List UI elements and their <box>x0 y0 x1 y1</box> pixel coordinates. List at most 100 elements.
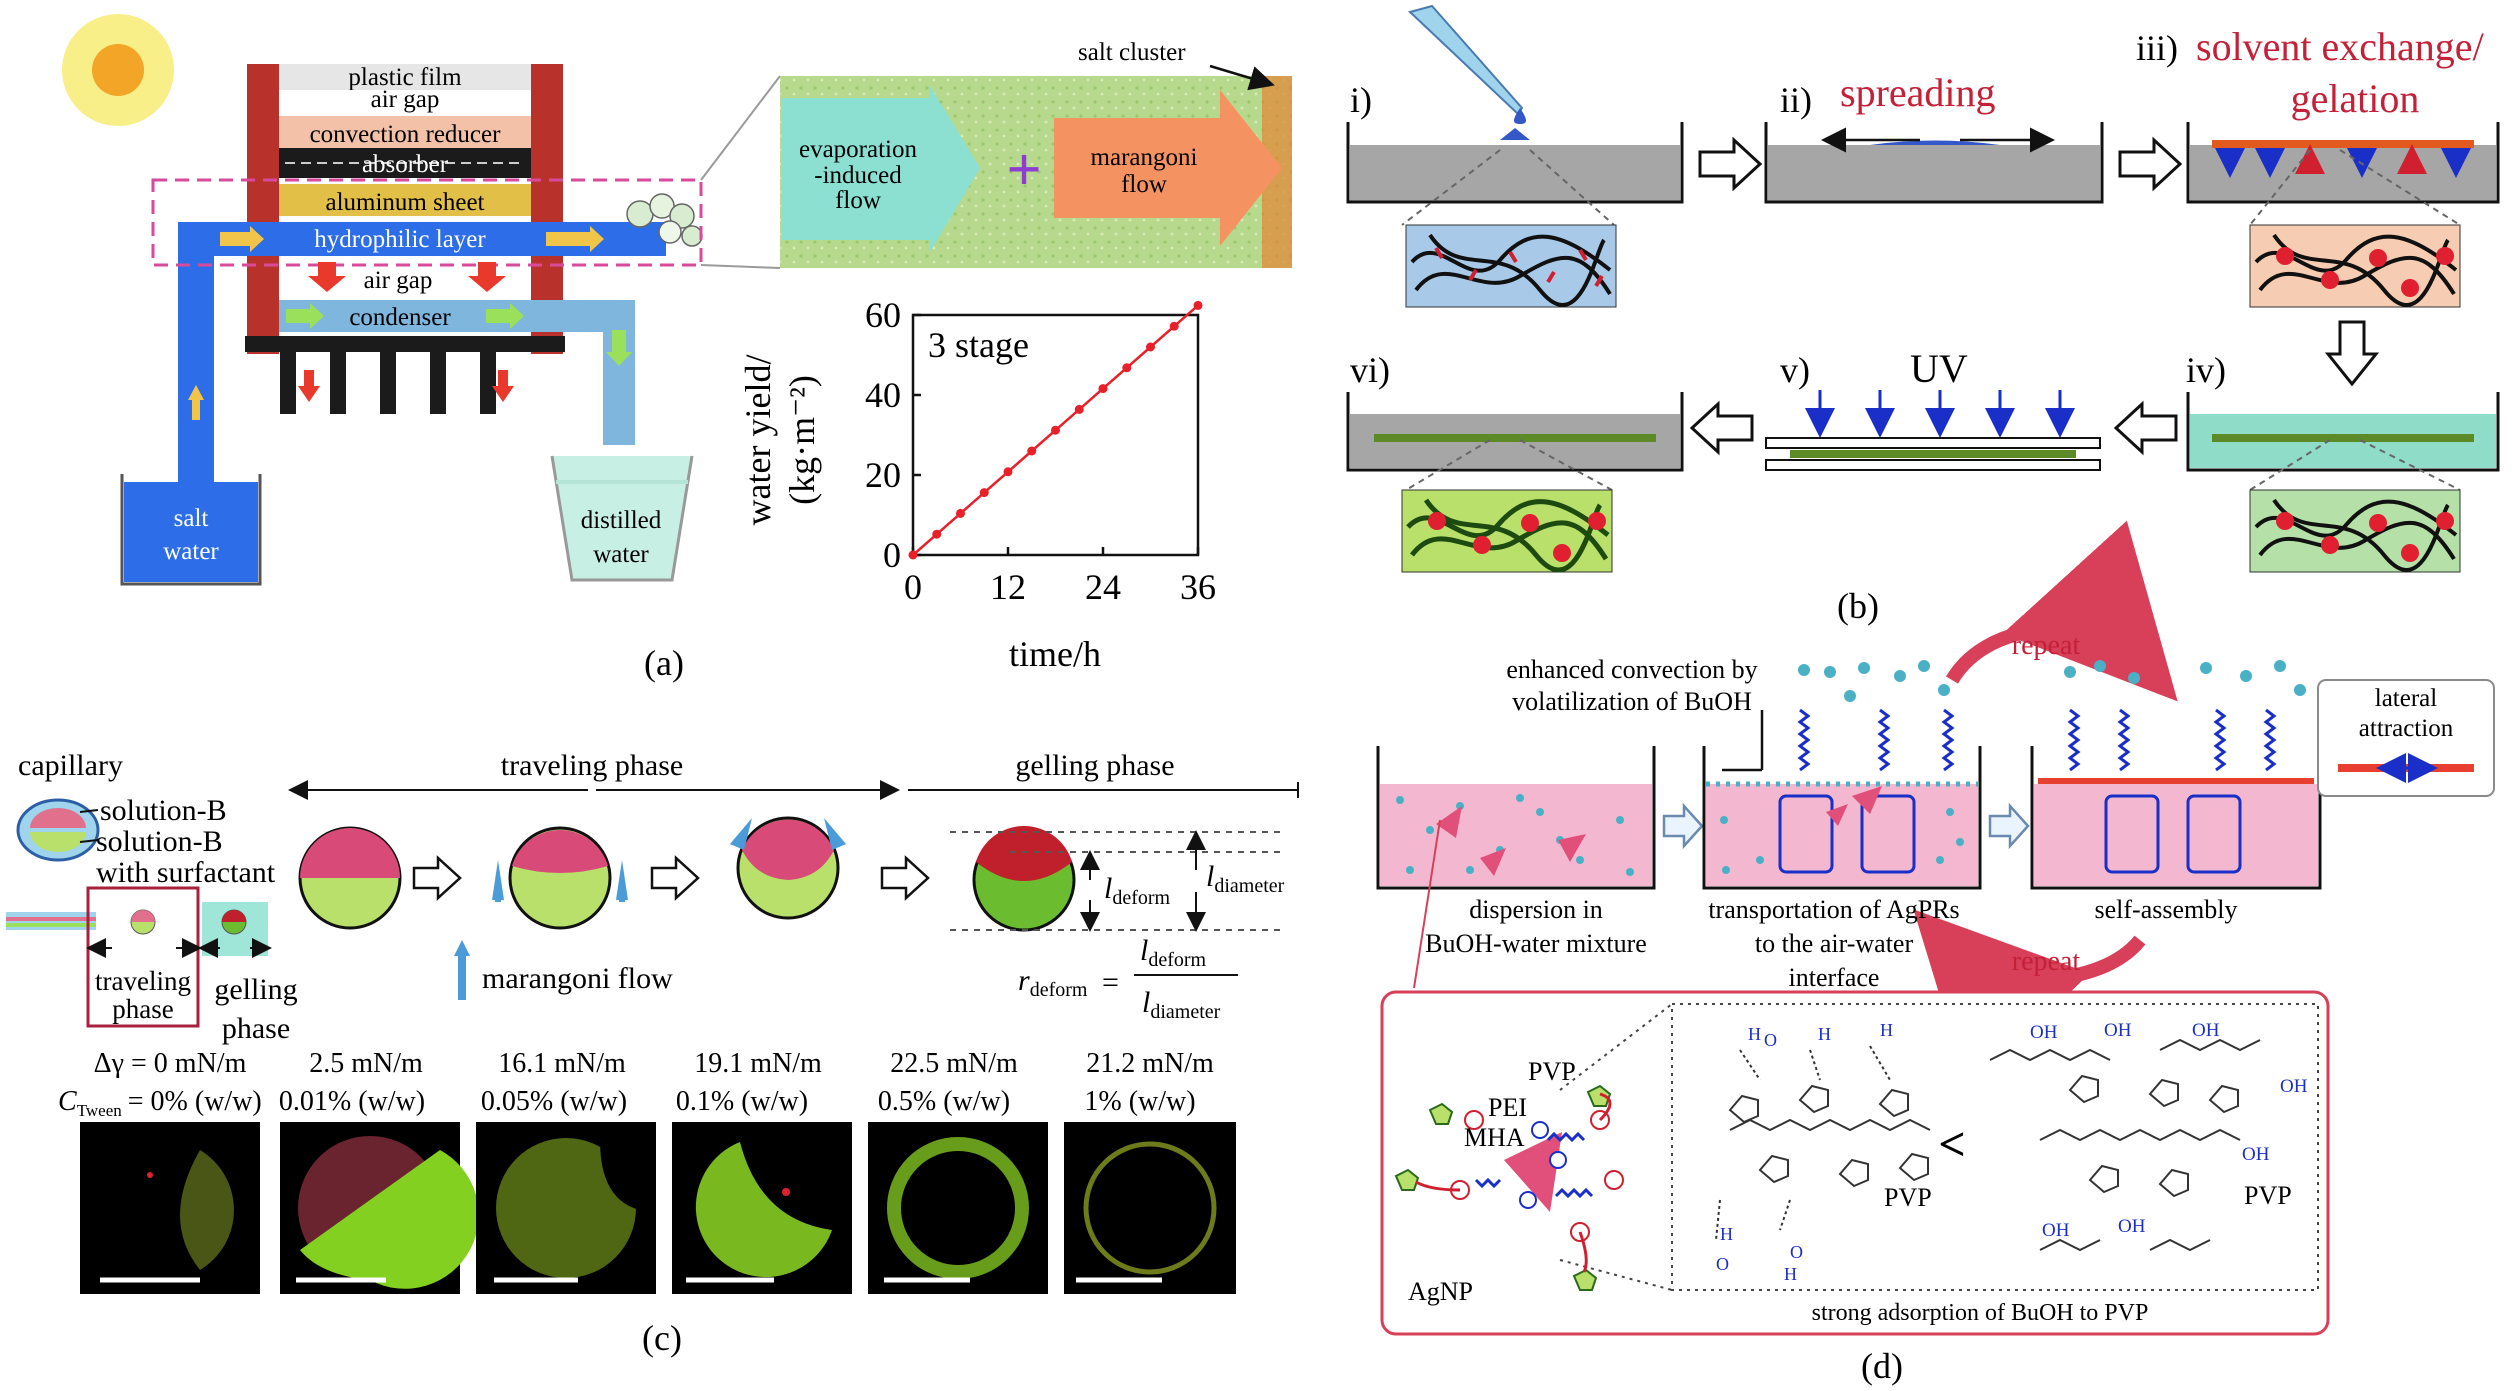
label-r-deform: rdeform <box>1018 964 1088 1001</box>
heat-sink-base <box>245 336 565 352</box>
label-oh-5: OH <box>2242 1144 2270 1165</box>
zoom-line <box>2339 149 2461 226</box>
label-ctween-0: CTween= 0% (w/w) <box>58 1086 262 1120</box>
label-oh-7: OH <box>2118 1216 2146 1237</box>
panel-a: plastic film air gap convection reducer … <box>62 14 1292 683</box>
dish-4 <box>2186 392 2500 472</box>
chart-ylabel-1: water yield/ <box>738 355 778 526</box>
label-pvp-top: PVP <box>1528 1057 1576 1086</box>
label-capillary: capillary <box>18 749 123 782</box>
caption-b: (b) <box>1837 586 1879 626</box>
process-arrow-icon <box>412 855 462 901</box>
equals-sign: = <box>1102 966 1119 999</box>
label-dispersion-2: BuOH-water mixture <box>1425 929 1647 958</box>
micrograph-3 <box>476 1122 656 1294</box>
vapor-particles <box>1798 660 1950 702</box>
pvp-pentagons <box>1394 1084 1612 1291</box>
uv-plate-bottom <box>1765 459 2101 471</box>
label-lateral-2: attraction <box>2359 715 2454 742</box>
label-frac-den: ldiameter <box>1142 986 1221 1023</box>
dish-2-liquid <box>1768 145 2100 201</box>
ligand-springs <box>1474 1131 1594 1199</box>
capillary-stream-green <box>6 923 96 927</box>
droplet-bottom-half <box>30 832 86 852</box>
zoom-region-box <box>151 178 703 267</box>
charge-markers-neg <box>1519 1121 1567 1209</box>
label-evap-3: flow <box>835 187 881 214</box>
dish-1 <box>1346 122 1684 204</box>
panel-d: enhanced convection by volatilization of… <box>1376 520 2495 1386</box>
agpr-particle-icon <box>1826 804 1848 826</box>
uv-arrows <box>1805 390 2075 438</box>
distilled-water-surface <box>556 480 688 484</box>
data-point <box>932 529 942 539</box>
dish-3-liquid <box>2190 145 2496 201</box>
label-absorber: absorber <box>362 151 449 178</box>
beaker-2-particles <box>1720 808 1964 874</box>
data-point <box>979 488 989 498</box>
svg-text:H: H <box>1784 1264 1797 1284</box>
label-spreading: spreading <box>1840 70 1996 115</box>
label-small-gelling-2: phase <box>222 1012 290 1045</box>
agpr-particle-icon <box>1480 848 1506 876</box>
label-evap-1: evaporation <box>799 136 918 163</box>
capillary-stream-pink <box>6 917 96 921</box>
droplet-1 <box>298 826 402 930</box>
beaker-1-particles <box>1396 794 1634 876</box>
flow-arrow-icon <box>546 226 604 252</box>
svg-text:H: H <box>1880 1020 1893 1040</box>
label-small-traveling-1: traveling <box>95 966 191 996</box>
beaker-1 <box>1376 746 1656 890</box>
label-transport-1: transportation of AgPRs <box>1708 895 1959 924</box>
dish-2 <box>1764 122 2104 204</box>
micrograph-5 <box>868 1122 1048 1294</box>
label-oh-2: OH <box>2104 1020 2132 1041</box>
label-enhanced-1: enhanced convection by <box>1506 655 1757 684</box>
salt-cluster-pointer <box>1209 64 1275 91</box>
y-tick-label: 40 <box>865 375 901 415</box>
svg-text:H: H <box>1720 1224 1733 1244</box>
zoom-line <box>700 75 781 181</box>
data-point <box>908 550 918 560</box>
step-i: i) <box>1350 80 1372 120</box>
label-solution-b-surf-2: with surfactant <box>96 856 276 889</box>
data-point <box>1027 446 1037 456</box>
label-oh-1: OH <box>2030 1022 2058 1043</box>
label-traveling-phase: traveling phase <box>501 749 683 782</box>
spread-film <box>1870 140 2000 145</box>
zoom-line <box>2359 439 2461 491</box>
data-point <box>1122 363 1132 373</box>
label-delta-1: 2.5 mN/m <box>309 1048 423 1079</box>
label-oh-4: OH <box>2280 1076 2308 1097</box>
process-arrow-down-icon <box>2324 320 2380 387</box>
layer-plastic-film <box>279 64 531 90</box>
label-oh-3: OH <box>2192 1020 2220 1041</box>
flow-arrow-icon <box>286 303 324 329</box>
label-solution-b: solution-B <box>100 794 227 827</box>
label-ctween-2: 0.05% (w/w) <box>481 1086 627 1117</box>
label-l-deform: ldeform <box>1104 872 1171 909</box>
chart-xlabel: time/h <box>1009 634 1101 674</box>
drop-cone <box>1500 128 1530 140</box>
layer-convection-reducer <box>279 116 531 148</box>
label-small-traveling-2: phase <box>112 994 173 1024</box>
label-repeat-bottom: repeat <box>2012 946 2081 977</box>
label-transport-3: interface <box>1789 963 1880 992</box>
marangoni-legend-arrow-icon <box>454 940 470 1000</box>
label-solution-b-surf-1: solution-B <box>96 825 223 858</box>
layer-condenser <box>279 300 629 332</box>
label-ctween-3: 0.1% (w/w) <box>676 1086 808 1117</box>
process-arrow-icon <box>2118 136 2183 192</box>
agnp-triangle-icon <box>1504 1132 1562 1212</box>
process-arrow-icon <box>1698 136 1763 192</box>
zoom-line <box>2249 149 2311 226</box>
label-gelation: gelation <box>2291 76 2420 121</box>
flow-arrow-icon <box>486 303 524 329</box>
crosslinker-marks <box>1434 246 1604 288</box>
dish-3 <box>2186 122 2500 204</box>
pvp-structure-right <box>1989 1038 2261 1252</box>
micrograph-1 <box>80 1122 260 1294</box>
evaporation-flow-arrow <box>782 86 980 252</box>
